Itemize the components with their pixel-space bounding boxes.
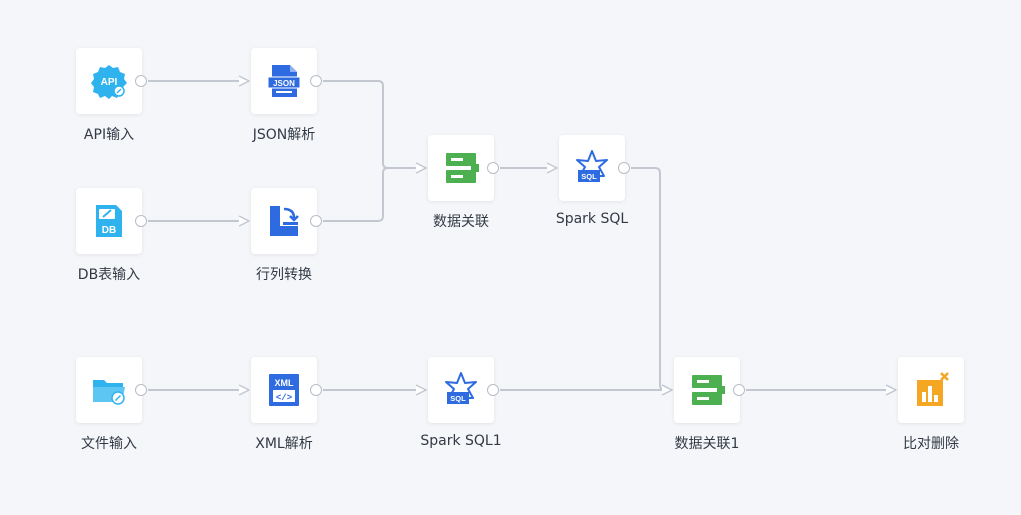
compare-delete-icon [917,372,949,406]
output-port[interactable] [618,162,630,174]
svg-text:</>: </> [276,393,292,403]
svg-text:JSON: JSON [273,79,295,88]
node-label-xml-parse: XML解析 [255,436,313,452]
node-label-row-col-transform: 行列转换 [256,267,312,283]
api-icon: API [91,65,127,99]
output-port[interactable] [487,384,499,396]
node-label-data-join1: 数据关联1 [674,436,740,452]
node-xml-parse[interactable]: XML </> [251,357,322,423]
node-spark-sql1[interactable]: SQL [428,357,499,423]
svg-text:XML: XML [275,378,295,388]
node-api-input[interactable]: API [76,48,147,114]
output-port[interactable] [487,162,499,174]
output-port[interactable] [135,215,147,227]
output-port[interactable] [310,384,322,396]
edge-arrowhead [661,384,673,396]
data-join-icon [446,153,479,183]
edge-arrowhead [238,215,250,227]
edge-arrowhead [415,162,427,174]
spark-sql-icon: SQL [445,372,477,404]
node-label-file-input: 文件输入 [81,436,137,452]
edge-sql1-join2[interactable] [631,167,666,391]
svg-text:SQL: SQL [450,394,466,403]
edge-pivot-join1[interactable] [323,167,417,222]
edge-arrowhead [238,384,250,396]
edge-arrowhead [415,384,427,396]
node-json-parse[interactable]: JSON [251,48,322,114]
node-row-col-transform[interactable] [251,188,322,254]
node-spark-sql[interactable]: SQL [559,135,630,201]
spark-sql-icon: SQL [576,150,608,182]
xml-icon: XML </> [269,374,299,406]
node-label-spark-sql: Spark SQL [555,211,629,227]
node-label-spark-sql1: Spark SQL1 [420,433,502,449]
json-icon: JSON [267,65,301,97]
node-db-input[interactable]: DB [76,188,147,254]
output-port[interactable] [733,384,745,396]
output-port[interactable] [310,75,322,87]
svg-text:API: API [101,77,118,88]
node-data-join[interactable] [428,135,499,201]
node-label-api-input: API输入 [83,127,135,143]
output-port[interactable] [310,215,322,227]
edge-arrowhead [238,75,250,87]
node-data-join1[interactable] [674,357,745,423]
folder-icon [93,380,125,405]
output-port[interactable] [135,384,147,396]
data-join-icon [692,375,725,405]
edge-arrowhead [546,162,558,174]
edge-arrowhead [885,384,897,396]
db-icon: DB [96,205,122,237]
node-file-input[interactable] [76,357,147,423]
svg-text:DB: DB [102,225,116,236]
output-port[interactable] [135,75,147,87]
pivot-icon [270,206,299,236]
svg-text:SQL: SQL [581,172,597,181]
node-label-data-join: 数据关联 [433,214,489,230]
node-label-compare-delete: 比对删除 [903,436,959,452]
node-compare-delete[interactable] [898,357,964,423]
node-label-json-parse: JSON解析 [252,127,316,143]
node-label-db-input: DB表输入 [77,267,141,283]
